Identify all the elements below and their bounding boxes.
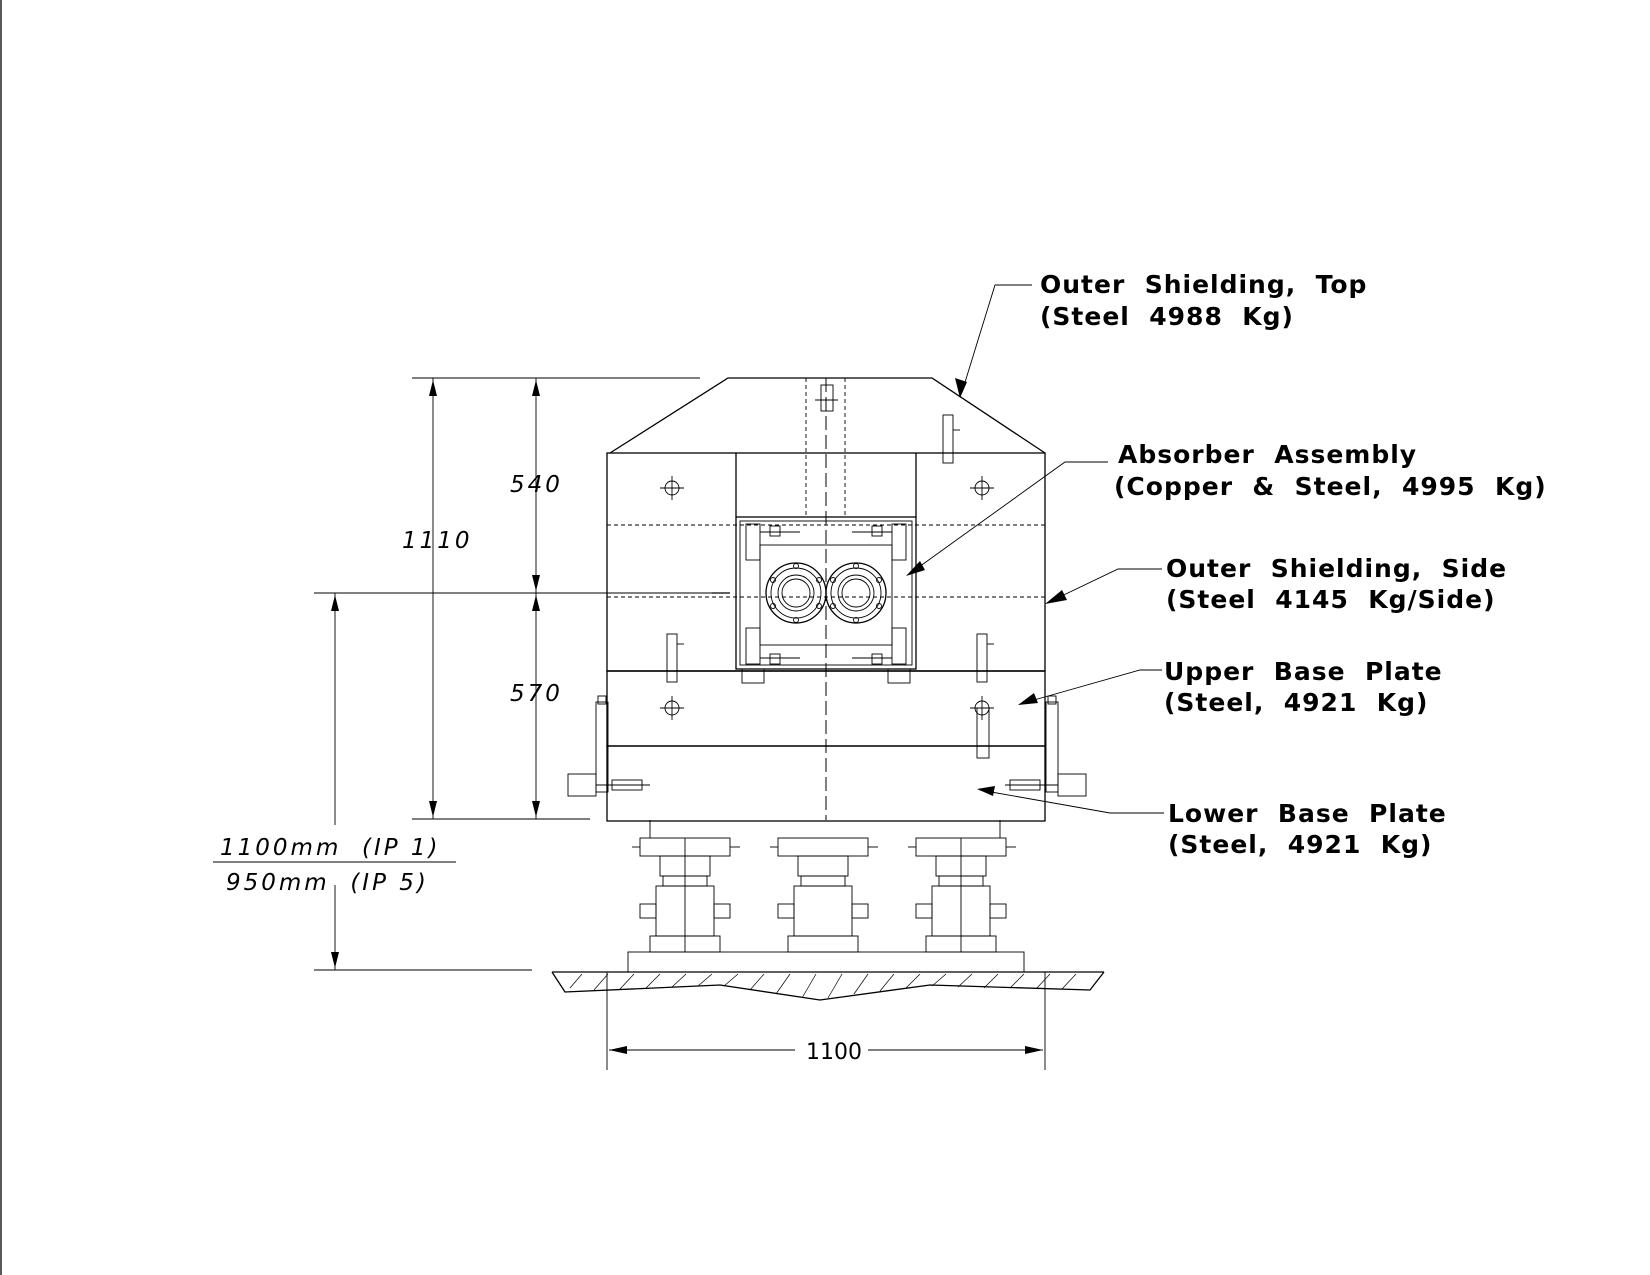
outer-shielding-top [609,377,1046,454]
label-outer-shielding-top: Outer Shielding, Top [1040,270,1367,299]
dim-upper-height: 540 [510,472,563,498]
leader-lines [906,284,1164,814]
absorber-assembly [735,516,917,684]
label-outer-shielding-top-spec: (Steel 4988 Kg) [1040,302,1294,331]
dim-total-height: 1110 [402,528,473,554]
label-outer-shielding-side: Outer Shielding, Side [1166,554,1507,583]
dim-lower-height: 570 [510,681,563,707]
dim-beam-height-ip5: 950mm (IP 5) [226,870,429,896]
label-absorber-assembly: Absorber Assembly [1118,440,1417,469]
dim-width: 1100 [806,1040,862,1065]
shielding-assembly [551,377,1105,1001]
label-upper-base-plate: Upper Base Plate [1164,657,1443,686]
bolt-markers [660,476,994,720]
label-upper-base-plate-spec: (Steel, 4921 Kg) [1164,688,1428,717]
label-lower-base-plate-spec: (Steel, 4921 Kg) [1168,830,1432,859]
label-lower-base-plate: Lower Base Plate [1168,799,1447,828]
floor [551,971,1105,1001]
label-absorber-assembly-spec: (Copper & Steel, 4995 Kg) [1114,472,1547,501]
beam-pipe-flange-left [765,562,827,624]
beam-pipe-flange-right [825,562,887,624]
label-outer-shielding-side-spec: (Steel 4145 Kg/Side) [1166,585,1496,614]
dimension-lines [213,377,1046,1070]
dim-beam-height-ip1: 1100mm (IP 1) [220,835,441,861]
support-jacks [627,820,1025,973]
